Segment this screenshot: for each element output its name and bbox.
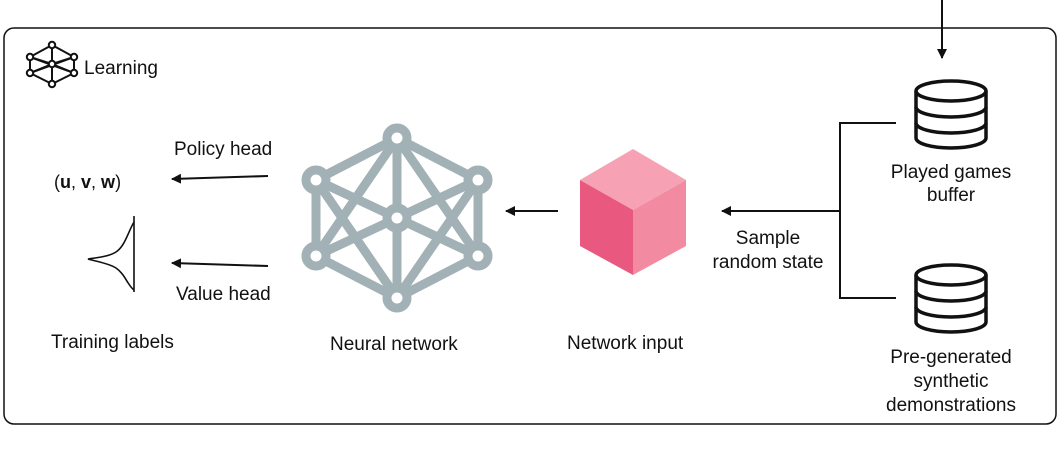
nn-node-center — [382, 203, 412, 233]
value-head-arrow — [171, 258, 269, 269]
neural-network-graphic — [301, 123, 493, 313]
sample-label-line2: random state — [713, 252, 824, 273]
cube-front-face — [580, 180, 633, 275]
cube-top-face — [580, 149, 686, 210]
nn-node-lower-right — [463, 241, 493, 271]
neural-network-icon — [25, 40, 79, 89]
sample-label-line1: Sample — [736, 228, 800, 249]
nn-node-top — [382, 123, 412, 153]
neural-network-caption: Neural network — [330, 334, 458, 355]
learning-panel-frame — [3, 27, 1057, 425]
training-labels-caption: Training labels — [51, 332, 174, 353]
nn-node-bottom — [382, 283, 412, 313]
panel-title: Learning — [84, 58, 158, 79]
synthetic-label-line2: synthetic — [914, 371, 989, 392]
played-games-label-line1: Played games — [891, 162, 1011, 183]
policy-head-label: Policy head — [174, 139, 272, 160]
nn-node-upper-right — [463, 165, 493, 195]
database-icon — [914, 263, 988, 334]
nn-node-upper-left — [301, 165, 331, 195]
sources-bracket — [839, 122, 896, 299]
cube-right-face — [633, 180, 686, 275]
synthetic-label-line1: Pre-generated — [890, 347, 1011, 368]
policy-head-arrow — [171, 173, 269, 184]
training-label-tuple: (u, v, w) — [54, 172, 121, 192]
nn-node-lower-left — [301, 241, 331, 271]
database-icon — [914, 79, 988, 150]
cube-icon — [580, 149, 686, 275]
network-input-caption: Network input — [567, 333, 684, 354]
synthetic-label-line3: demonstrations — [886, 395, 1016, 416]
value-head-label: Value head — [176, 284, 271, 305]
bell-curve-icon — [87, 216, 135, 292]
played-games-label-line2: buffer — [927, 185, 976, 206]
